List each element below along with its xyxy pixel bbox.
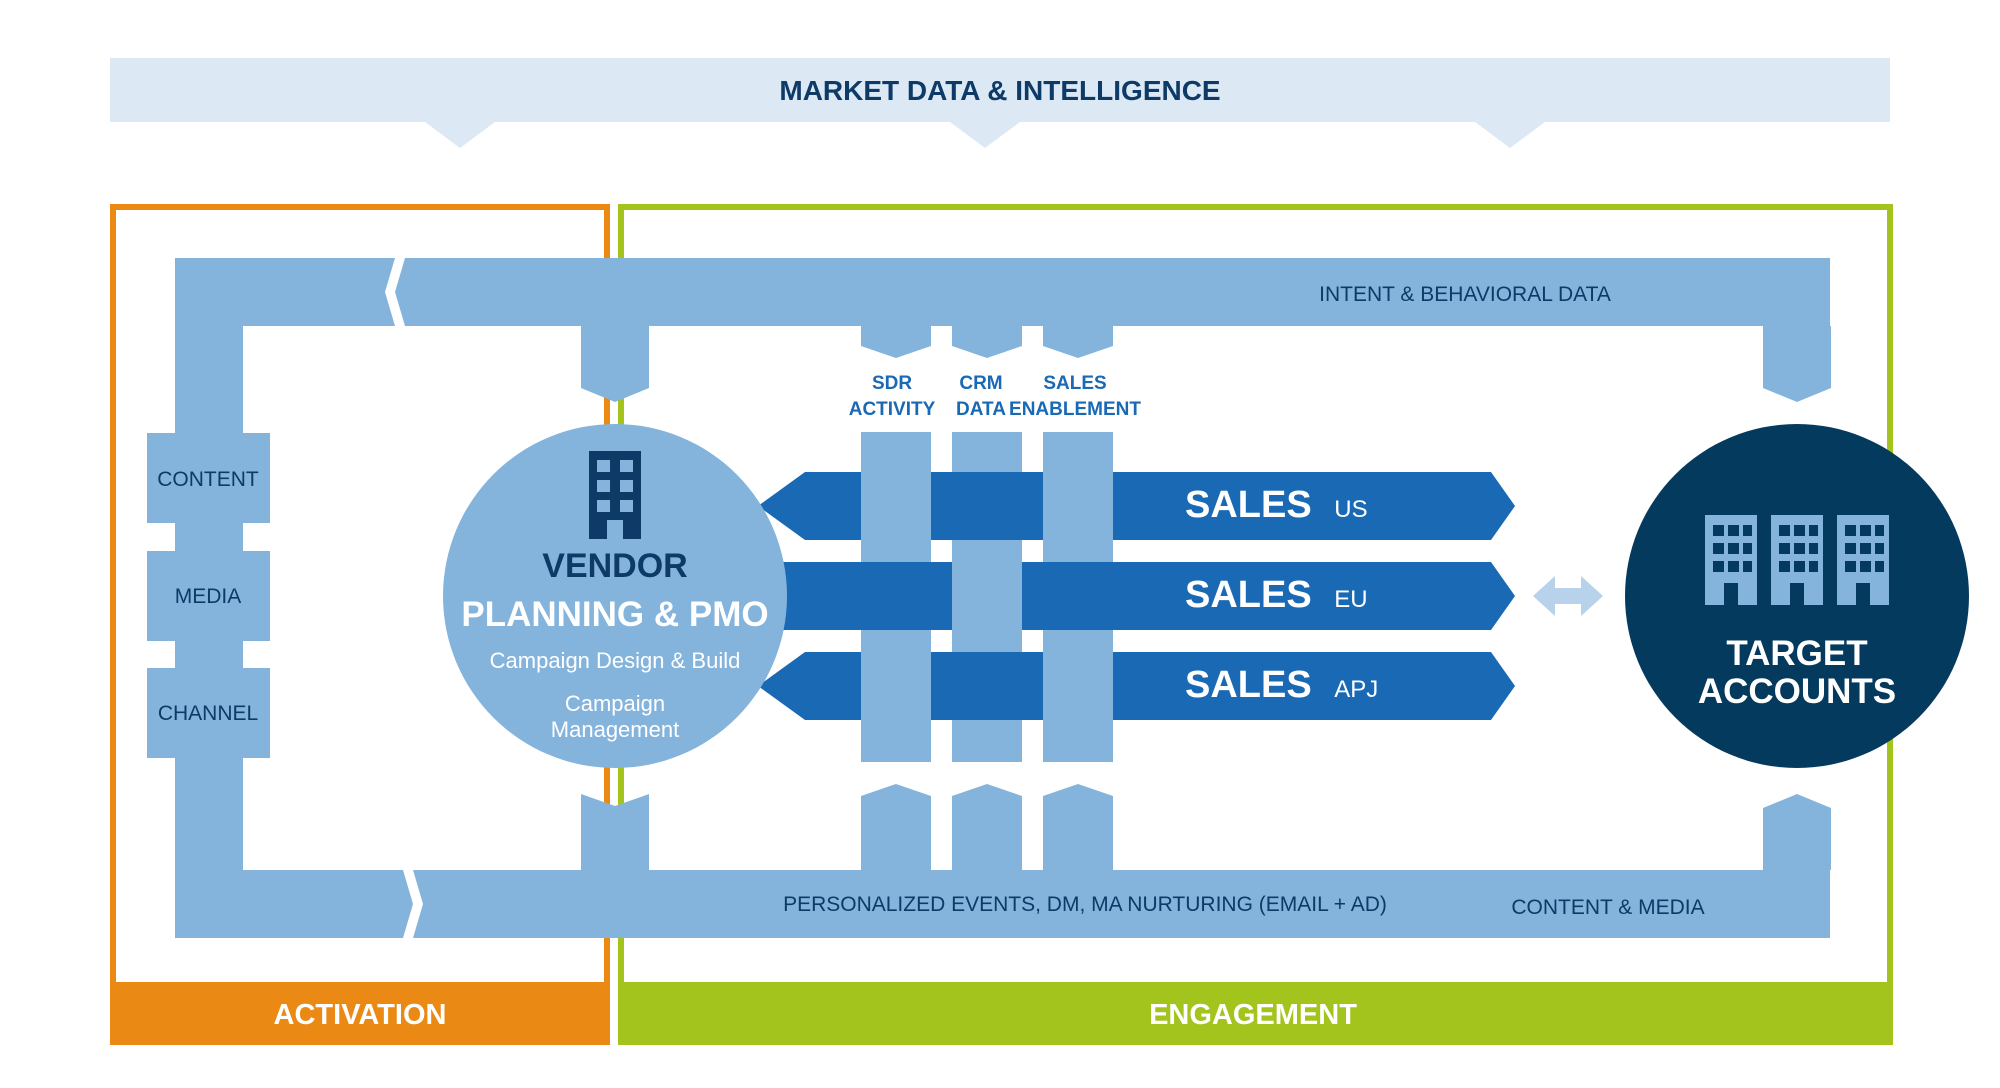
sales-eu-region: EU <box>1334 586 1367 613</box>
column-headings: SDR ACTIVITY CRM DATA SALES ENABLEMENT <box>849 373 1142 420</box>
building-icon <box>589 451 641 539</box>
personalized-band <box>175 870 1830 938</box>
sdr-label-2: ACTIVITY <box>849 399 936 420</box>
svg-text:SALES EU: SALES EU <box>1185 574 1368 616</box>
sales-apj-main: SALES <box>1185 664 1312 706</box>
vendor-bottom-connector <box>581 794 649 870</box>
left-stack: CONTENT MEDIA CHANNEL <box>147 433 270 758</box>
personalized-events-label: PERSONALIZED EVENTS, DM, MA NURTURING (E… <box>783 893 1387 916</box>
content-media-label: CONTENT & MEDIA <box>1511 896 1704 919</box>
intent-band <box>175 258 1830 326</box>
crm-label-1: CRM <box>959 373 1002 394</box>
media-box <box>147 551 270 641</box>
market-data-label: MARKET DATA & INTELLIGENCE <box>779 75 1220 106</box>
sales-enablement-label-1: SALES <box>1043 373 1106 394</box>
sales-arrow-eu <box>760 562 1515 630</box>
sales-arrow-apj <box>758 652 1515 720</box>
channel-box <box>147 668 270 758</box>
engagement-label: ENGAGEMENT <box>1149 999 1357 1031</box>
double-arrow-icon <box>1533 576 1603 616</box>
vendor-title: VENDOR <box>542 547 687 585</box>
sdr-label-1: SDR <box>872 373 912 394</box>
buildings-icon <box>1705 515 1889 605</box>
svg-text:SALES US: SALES US <box>1185 484 1368 526</box>
data-columns <box>861 432 1113 762</box>
market-data-banner: MARKET DATA & INTELLIGENCE <box>110 58 1890 148</box>
sales-arrow-us <box>758 472 1515 540</box>
sales-apj-region: APJ <box>1334 676 1378 703</box>
target-accounts-node: TARGET ACCOUNTS <box>1625 424 1969 768</box>
activation-frame: ACTIVATION <box>110 204 610 1045</box>
crm-label-2: DATA <box>956 399 1006 420</box>
target-label-2: ACCOUNTS <box>1698 672 1896 711</box>
engagement-frame: ENGAGEMENT <box>618 204 1893 1045</box>
vendor-subtitle: PLANNING & PMO <box>461 595 768 634</box>
target-label-1: TARGET <box>1726 634 1867 673</box>
intent-behavioral-label: INTENT & BEHAVIORAL DATA <box>1319 283 1611 306</box>
sales-labels: SALES US SALES EU SALES APJ <box>1185 484 1378 706</box>
svg-text:SALES APJ: SALES APJ <box>1185 664 1378 706</box>
target-top-connector <box>1763 326 1831 402</box>
sales-us-main: SALES <box>1185 484 1312 526</box>
sales-us-region: US <box>1334 496 1367 523</box>
vendor-top-connector <box>581 326 649 402</box>
media-label: MEDIA <box>175 585 242 608</box>
sales-arrows <box>758 472 1515 720</box>
vendor-line-2a: Campaign <box>565 691 665 716</box>
vendor-line-1: Campaign Design & Build <box>490 648 741 673</box>
sales-eu-main: SALES <box>1185 574 1312 616</box>
target-bottom-connector <box>1763 794 1831 870</box>
sales-enablement-label-2: ENABLEMENT <box>1009 399 1141 420</box>
content-label: CONTENT <box>157 468 259 491</box>
vendor-node: VENDOR PLANNING & PMO Campaign Design & … <box>443 424 787 768</box>
vendor-line-2b: Management <box>551 717 679 742</box>
activation-label: ACTIVATION <box>274 999 447 1031</box>
content-box <box>147 433 270 523</box>
channel-label: CHANNEL <box>158 702 258 725</box>
